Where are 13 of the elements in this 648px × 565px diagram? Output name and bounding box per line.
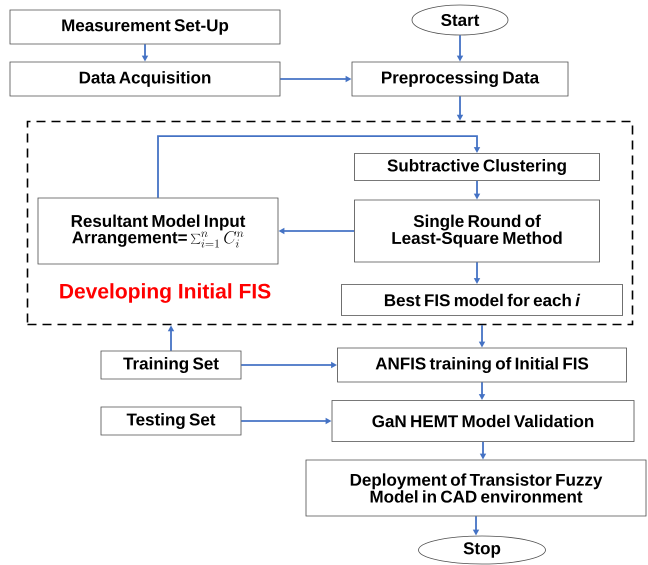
- process-box: Resultant Model Input Arrangement= $\sum_{i=1}^{n} C_{i}^{n}$: [38, 198, 278, 264]
- process-box: Best FIS model for each i: [341, 284, 623, 316]
- process-box: GaN HEMT Model Validation: [332, 400, 634, 442]
- process-box: Testing Set: [100, 406, 242, 436]
- process-box: Deployment of Transistor Fuzzy Model in CAD environment: [306, 460, 646, 516]
- process-box: Training Set: [100, 350, 242, 380]
- process-box: Single Round of Least-Square Method: [354, 200, 600, 262]
- process-box: Data Acquisition: [10, 62, 280, 96]
- arrow: [157, 135, 480, 198]
- process-box: Subtractive Clustering: [354, 153, 600, 181]
- process-box: Preprocessing Data: [352, 62, 568, 96]
- process-box: ANFIS training of Initial FIS: [337, 348, 627, 382]
- process-box: Measurement Set-Up: [10, 10, 280, 44]
